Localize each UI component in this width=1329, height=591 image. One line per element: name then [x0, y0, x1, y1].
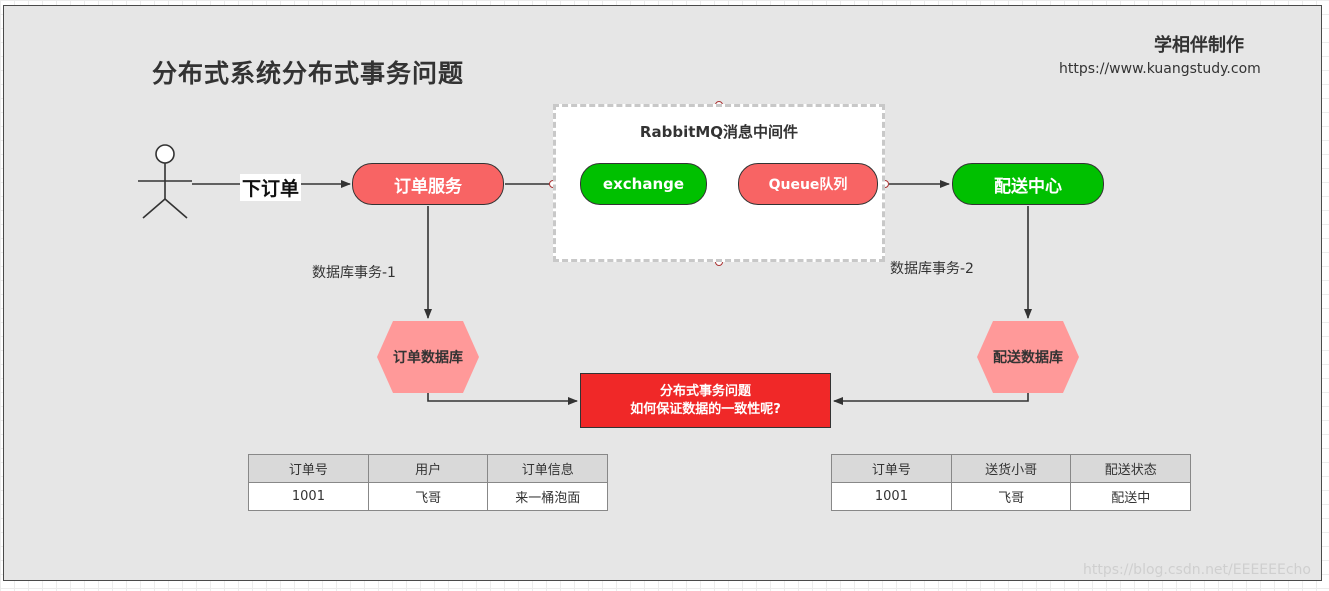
problem-line-2: 如何保证数据的一致性呢? [630, 401, 781, 417]
hexagon-shape [977, 321, 1079, 393]
edge-label-order: 下订单 [240, 174, 302, 201]
table-header-cell: 配送状态 [1070, 454, 1191, 483]
table-row: 1001 飞哥 配送中 [831, 482, 1191, 511]
delivery-db-node[interactable]: 配送数据库 [977, 321, 1079, 393]
table-cell: 来一桶泡面 [487, 482, 608, 511]
edge-label-tx2: 数据库事务-2 [890, 261, 974, 277]
delivery-db-label: 配送数据库 [993, 350, 1063, 366]
table-cell: 1001 [248, 482, 369, 511]
hexagon-shape [377, 321, 479, 393]
edge-orderdb-problem [427, 393, 578, 405]
delivery-center-node[interactable]: 配送中心 [952, 163, 1104, 205]
author-url: https://www.kuangstudy.com [1059, 61, 1261, 77]
actor-icon [138, 144, 192, 219]
table-header-cell: 送货小哥 [950, 454, 1072, 483]
rabbitmq-title: RabbitMQ消息中间件 [639, 123, 799, 141]
table-header-row: 订单号 送货小哥 配送状态 [831, 454, 1191, 483]
table-cell: 配送中 [1070, 482, 1191, 511]
table-header-cell: 用户 [367, 454, 489, 483]
delivery-table: 订单号 送货小哥 配送状态 1001 飞哥 配送中 [831, 454, 1191, 511]
edge-label-tx1: 数据库事务-1 [312, 265, 396, 281]
order-table: 订单号 用户 订单信息 1001 飞哥 来一桶泡面 [248, 454, 608, 511]
edge-deliverydb-problem [833, 393, 1029, 405]
table-cell: 飞哥 [367, 482, 489, 511]
table-header-cell: 订单号 [831, 454, 952, 483]
order-db-node[interactable]: 订单数据库 [377, 321, 479, 393]
table-header-cell: 订单号 [248, 454, 369, 483]
exchange-node[interactable]: exchange [580, 163, 707, 205]
table-cell: 1001 [831, 482, 952, 511]
queue-node[interactable]: Queue队列 [738, 163, 878, 205]
problem-node[interactable]: 分布式事务问题 如何保证数据的一致性呢? [580, 373, 831, 428]
order-service-node[interactable]: 订单服务 [352, 163, 504, 205]
diagram-title: 分布式系统分布式事务问题 [152, 59, 465, 88]
watermark: https://blog.csdn.net/EEEEEEcho [1083, 562, 1311, 578]
table-header-cell: 订单信息 [487, 454, 608, 483]
table-header-row: 订单号 用户 订单信息 [248, 454, 608, 483]
table-row: 1001 飞哥 来一桶泡面 [248, 482, 608, 511]
author-label: 学相伴制作 [1154, 35, 1244, 56]
problem-line-1: 分布式事务问题 [659, 383, 751, 399]
table-cell: 飞哥 [950, 482, 1072, 511]
order-db-label: 订单数据库 [393, 350, 463, 366]
